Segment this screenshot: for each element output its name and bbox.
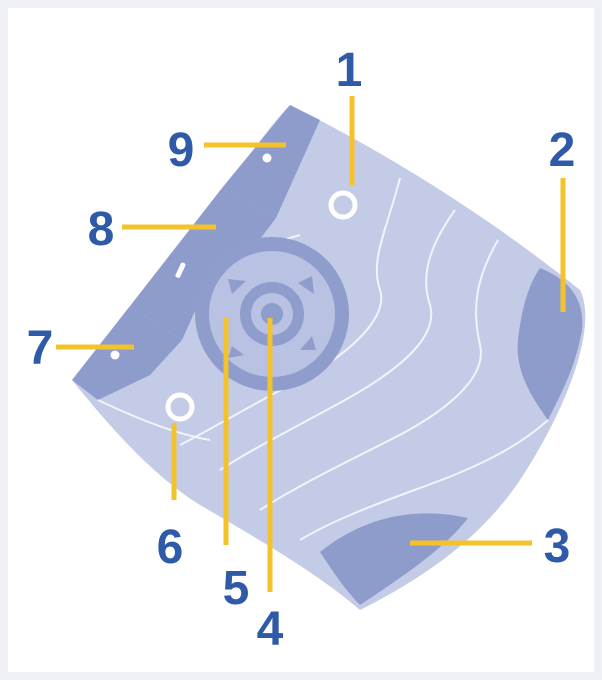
callout-number-5: 5 xyxy=(223,562,250,615)
callout-number-2: 2 xyxy=(549,124,576,177)
callout-number-4: 4 xyxy=(257,603,284,656)
callout-number-3: 3 xyxy=(544,520,571,573)
callout-number-9: 9 xyxy=(168,124,195,177)
callout-number-1: 1 xyxy=(336,44,363,97)
left-lower-key-dot-icon xyxy=(111,351,120,360)
callout-number-8: 8 xyxy=(88,203,115,256)
left-upper-key-dot-icon xyxy=(263,154,272,163)
callout-number-6: 6 xyxy=(157,521,184,574)
callout-number-7: 7 xyxy=(27,322,54,375)
